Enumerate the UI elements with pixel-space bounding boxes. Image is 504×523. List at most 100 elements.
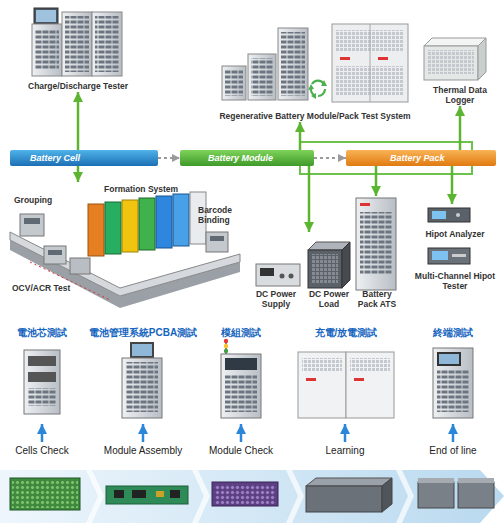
dc-power-supply-art — [280, 274, 285, 279]
flow-arrow — [451, 166, 454, 204]
node-text: 充電/放電測試 — [315, 326, 378, 340]
end-of-line-station-art — [439, 354, 459, 364]
formation-line-art — [30, 262, 110, 300]
product-band-art — [0, 470, 504, 523]
node-text: Formation System — [104, 184, 178, 194]
station-box: 充電/放電測試 — [290, 326, 402, 424]
station-box: 模組測試 — [202, 326, 280, 424]
node-text: Battery Cell — [30, 153, 80, 163]
formation-line-art — [88, 204, 104, 256]
formation-line-art — [210, 236, 224, 241]
battery-cell-tray-art — [10, 478, 80, 510]
recycle-symbol — [308, 80, 327, 99]
hipot-analyzer-art — [432, 211, 446, 219]
cell-test-station-art — [28, 372, 56, 382]
step-label: Cells Check — [0, 442, 84, 458]
module-test-station-art — [221, 354, 261, 418]
thermal-data-logger-art — [478, 38, 486, 80]
regenerative-test-system-art — [340, 57, 350, 60]
module-test-station-art — [224, 349, 228, 353]
bms-pcba-station-art — [130, 342, 154, 358]
charge-discharge-tester-art — [34, 8, 58, 24]
step-label: Module Check — [202, 442, 280, 458]
equipment-caption: Battery Pack ATS — [352, 196, 402, 310]
battery-packs-art — [418, 478, 494, 508]
module-test-station-art — [224, 339, 228, 343]
bms-pcba-station-art — [122, 342, 162, 418]
node-text: Hipot Analyzer — [425, 230, 484, 240]
bms-pcba-station-art — [126, 362, 158, 412]
recycle-symbol — [318, 89, 325, 96]
dc-power-supply-art — [289, 274, 294, 279]
formation-line-art — [156, 196, 172, 248]
module-test-station-art — [225, 374, 257, 412]
dc-power-supply-art — [256, 264, 300, 286]
formation-line-art — [20, 214, 44, 236]
station-box: 電池管理系統PCBA測試 — [84, 326, 202, 424]
formation-line-art — [24, 218, 40, 224]
dc-power-load-art — [342, 242, 350, 288]
battery-pack-art — [306, 486, 382, 512]
charge-discharge-station-art — [346, 352, 394, 418]
product-band-art — [396, 470, 414, 523]
equipment-caption: Charge/Discharge Tester — [18, 4, 138, 92]
flow-arrow — [308, 166, 311, 232]
flow-arrow — [344, 424, 347, 442]
battery-packs-art — [418, 478, 454, 483]
node-text: 終端測試 — [433, 326, 473, 340]
node-text: 模組測試 — [221, 326, 261, 340]
formation-line-art — [70, 258, 90, 274]
battery-module-art — [214, 484, 276, 504]
equipment-caption: DC Power Load — [304, 232, 354, 310]
thermal-data-logger-art — [424, 38, 486, 46]
pcba-board-art — [106, 486, 188, 504]
battery-cell-tray-art — [12, 480, 78, 508]
regenerative-test-system-art — [222, 24, 408, 102]
regenerative-test-system-art — [278, 28, 308, 100]
flow-arrow — [142, 424, 145, 442]
charge-discharge-station-art — [350, 358, 390, 372]
formation-line-art — [139, 198, 155, 250]
flow-arrow — [459, 106, 462, 150]
recycle-symbol — [312, 81, 324, 84]
multi-channel-hipot-tester-art — [428, 248, 470, 264]
thermal-data-logger-art — [428, 50, 474, 74]
node-text: Battery Module — [208, 153, 273, 163]
node-text: 電池芯測試 — [17, 326, 67, 340]
formation-line-art — [105, 202, 121, 254]
bms-pcba-station-art — [122, 358, 162, 418]
battery-module-art — [212, 482, 278, 506]
equipment-caption: DC Power Supply — [248, 252, 304, 310]
node-text: End of line — [429, 445, 476, 456]
module-test-station-art — [224, 344, 228, 348]
hipot-analyzer-art — [428, 208, 470, 222]
regenerative-test-system-art — [251, 58, 273, 96]
battery-pack-ats-art — [360, 203, 370, 206]
regenerative-test-system-art — [370, 24, 371, 102]
part-label: Barcode Binding — [198, 206, 244, 226]
formation-line-art — [122, 200, 138, 252]
charge-discharge-tester-art — [65, 16, 89, 72]
hipot-analyzer-art — [428, 208, 470, 222]
flow-arrow — [314, 157, 346, 159]
regenerative-test-system-art — [281, 32, 305, 96]
battery-pack-art — [382, 478, 392, 512]
pcba-board-art — [106, 486, 188, 504]
flow-arrow — [299, 122, 302, 150]
battery-pack-ats-art — [360, 212, 392, 274]
flow-arrow — [41, 424, 44, 442]
battery-packs-art — [458, 482, 494, 508]
pcba-board-art — [132, 490, 146, 498]
module-test-station-art — [225, 358, 257, 370]
flow-arrow — [158, 157, 180, 159]
node-text: DC Power Supply — [248, 290, 304, 310]
multi-channel-hipot-tester-art — [432, 251, 448, 260]
regenerative-test-system-art — [378, 57, 388, 60]
multi-channel-hipot-tester-art — [428, 248, 470, 264]
node-text: Charge/Discharge Tester — [28, 82, 128, 92]
dc-power-load-art — [308, 242, 350, 288]
product-band-art — [0, 470, 504, 523]
